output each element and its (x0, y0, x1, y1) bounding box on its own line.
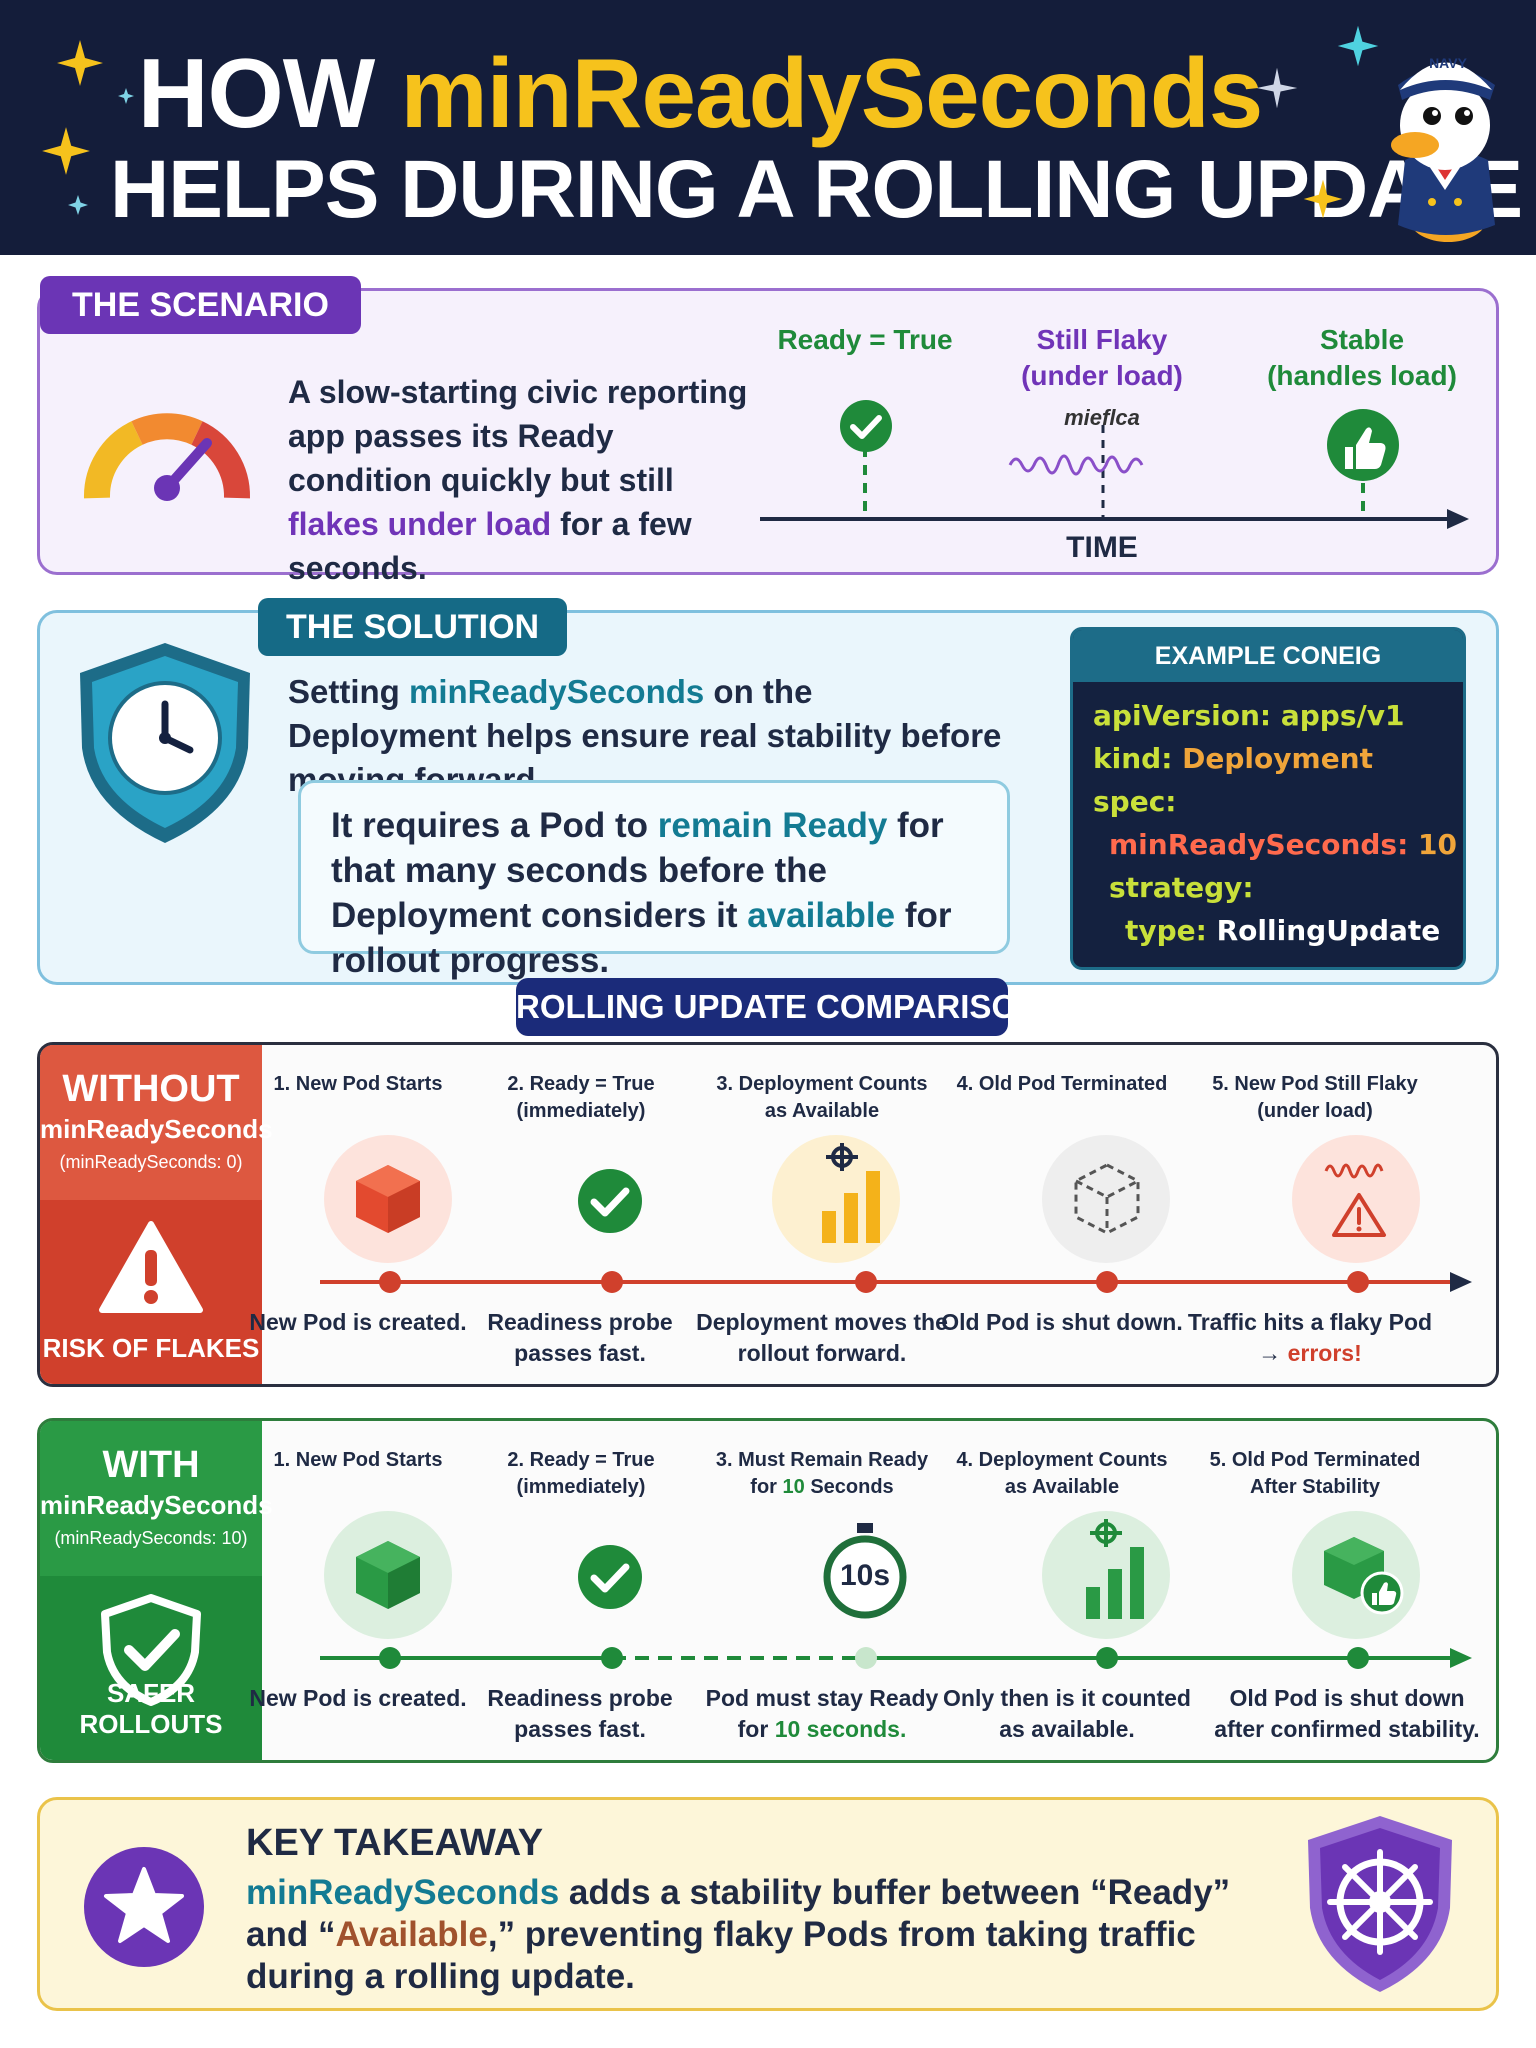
without-panel: WITHOUT minReadySeconds (minReadySeconds… (37, 1042, 1499, 1387)
takeaway-text: minReadySeconds adds a stability buffer … (246, 1873, 1231, 1996)
scenario-description: A slow-starting civic reporting app pass… (288, 374, 748, 586)
without-step-2-caption: Readiness probe passes fast. (487, 1309, 673, 1366)
star-icon (84, 1847, 204, 1967)
without-step-3-caption: Deployment moves the rollout forward. (696, 1309, 948, 1366)
without-step-5-title: 5. New Pod Still Flaky (under load) (1212, 1073, 1418, 1122)
with-step-3-caption: Pod must stay Ready for 10 seconds. (705, 1685, 939, 1742)
config-code: apiVersion: apps/v1 kind: Deployment spe… (1093, 699, 1457, 947)
solution-description: Setting minReadySeconds on the Deploymen… (288, 673, 1002, 798)
scenario-panel (37, 288, 1499, 575)
example-config-panel: EXAMPLE CONEIG apiVersion: apps/v1 kind:… (1070, 627, 1466, 970)
without-heading: WITHOUT (62, 1068, 240, 1110)
with-step-4-title: 4. Deployment Counts as Available (956, 1449, 1168, 1498)
with-param: (minReadySeconds: 10) (54, 1528, 248, 1548)
without-sidebar: WITHOUT minReadySeconds (minReadySeconds… (40, 1045, 273, 1384)
header-banner: HOW minReadySeconds HELPS DURING A ROLLI… (0, 0, 1536, 255)
cube-icon (356, 1165, 420, 1233)
with-step-3-title: 3. Must Remain Ready for 10 Seconds (715, 1449, 929, 1498)
without-footer: RISK OF FLAKES (42, 1333, 260, 1363)
without-step-1-caption: New Pod is created. (249, 1309, 467, 1335)
timeline-stable-label: Stable(handles load) (1267, 324, 1457, 391)
bar-chart-icon (822, 1143, 880, 1243)
shield-check-icon (101, 1594, 201, 1706)
with-heading: WITH (102, 1444, 200, 1486)
bar-chart-icon (1086, 1519, 1144, 1619)
check-circle-icon (578, 1169, 642, 1233)
sparkle-icon (1303, 179, 1343, 219)
without-step-3-title: 3. Deployment Counts as Available (716, 1073, 928, 1122)
with-sidebar: WITH minReadySeconds (minReadySeconds: 1… (40, 1421, 273, 1760)
timeline-axis-label: TIME (1066, 531, 1138, 564)
check-circle-icon (840, 400, 892, 452)
warning-icon (99, 1221, 203, 1313)
with-sub: minReadySeconds (40, 1490, 273, 1520)
with-step-1-caption: New Pod is created. (249, 1685, 467, 1711)
stopwatch-icon (823, 1523, 907, 1619)
sailor-duck-mascot-icon: NAVY (1391, 55, 1495, 242)
timeline-flaky-label: Still Flaky(under load) (1021, 324, 1183, 391)
with-progress-line (320, 1647, 1472, 1669)
sparkle-icon (42, 127, 90, 175)
without-progress-line (320, 1271, 1472, 1293)
kubernetes-shield-icon (1308, 1816, 1452, 1992)
with-step-5-title: 5. Old Pod Terminated After Stability (1209, 1449, 1421, 1498)
with-step-5-caption: Old Pod is shut down after confirmed sta… (1214, 1685, 1480, 1742)
without-step-4-title: 4. Old Pod Terminated (956, 1073, 1168, 1095)
with-panel: WITH minReadySeconds (minReadySeconds: 1… (37, 1418, 1499, 1763)
without-sub: minReadySeconds (40, 1114, 273, 1144)
without-step-2-title: 2. Ready = True (immediately) (507, 1073, 655, 1122)
takeaway-panel (37, 1797, 1499, 2011)
shield-clock-icon (80, 643, 250, 843)
solution-tag: THE SOLUTION (258, 598, 568, 656)
sparkle-icon (1337, 25, 1379, 67)
requirement-callout: It requires a Pod to remain Ready for th… (298, 780, 1010, 980)
with-step-1-title: 1. New Pod Starts (273, 1449, 443, 1471)
with-step-2-caption: Readiness probe passes fast. (487, 1685, 673, 1742)
takeaway-title: KEY TAKEAWAY (246, 1822, 544, 1864)
without-param: (minReadySeconds: 0) (59, 1152, 243, 1172)
sparkle-icon (118, 88, 134, 104)
speedometer-icon (84, 413, 250, 501)
empty-cube-icon (1074, 1163, 1140, 1235)
flaky-warning-icon (1324, 1163, 1386, 1237)
sparkle-icon (1256, 67, 1298, 109)
sparkle-icon (68, 195, 88, 215)
without-step-1-title: 1. New Pod Starts (273, 1073, 443, 1095)
scenario-timeline (760, 409, 1469, 529)
without-step-5-caption: Traffic hits a flaky Pod → errors! (1187, 1309, 1433, 1366)
page-subtitle: HELPS DURING A ROLLING UPDATE (110, 144, 1523, 235)
page-title: HOW minReadySeconds (137, 38, 1264, 148)
timer-label: 10s (839, 1559, 891, 1592)
with-step-4-caption: Only then is it counted as available. (943, 1685, 1191, 1742)
check-circle-icon (578, 1545, 642, 1609)
mascot-hat-label: NAVY (1429, 55, 1468, 71)
timeline-ready-label: Ready = True (777, 324, 953, 355)
sparkle-icon (57, 40, 103, 86)
with-step-2-title: 2. Ready = True (immediately) (507, 1449, 655, 1498)
comparison-tag: ROLLING UPDATE COMPARISON (516, 978, 1041, 1036)
without-step-4-caption: Old Pod is shut down. (941, 1309, 1183, 1335)
with-footer: SAFER ROLLOUTS (79, 1678, 223, 1739)
cube-icon (356, 1541, 420, 1609)
scenario-tag: THE SCENARIO (40, 276, 361, 334)
config-title: EXAMPLE CONEIG (1073, 630, 1463, 682)
cube-thumbs-up-icon (1324, 1537, 1404, 1615)
